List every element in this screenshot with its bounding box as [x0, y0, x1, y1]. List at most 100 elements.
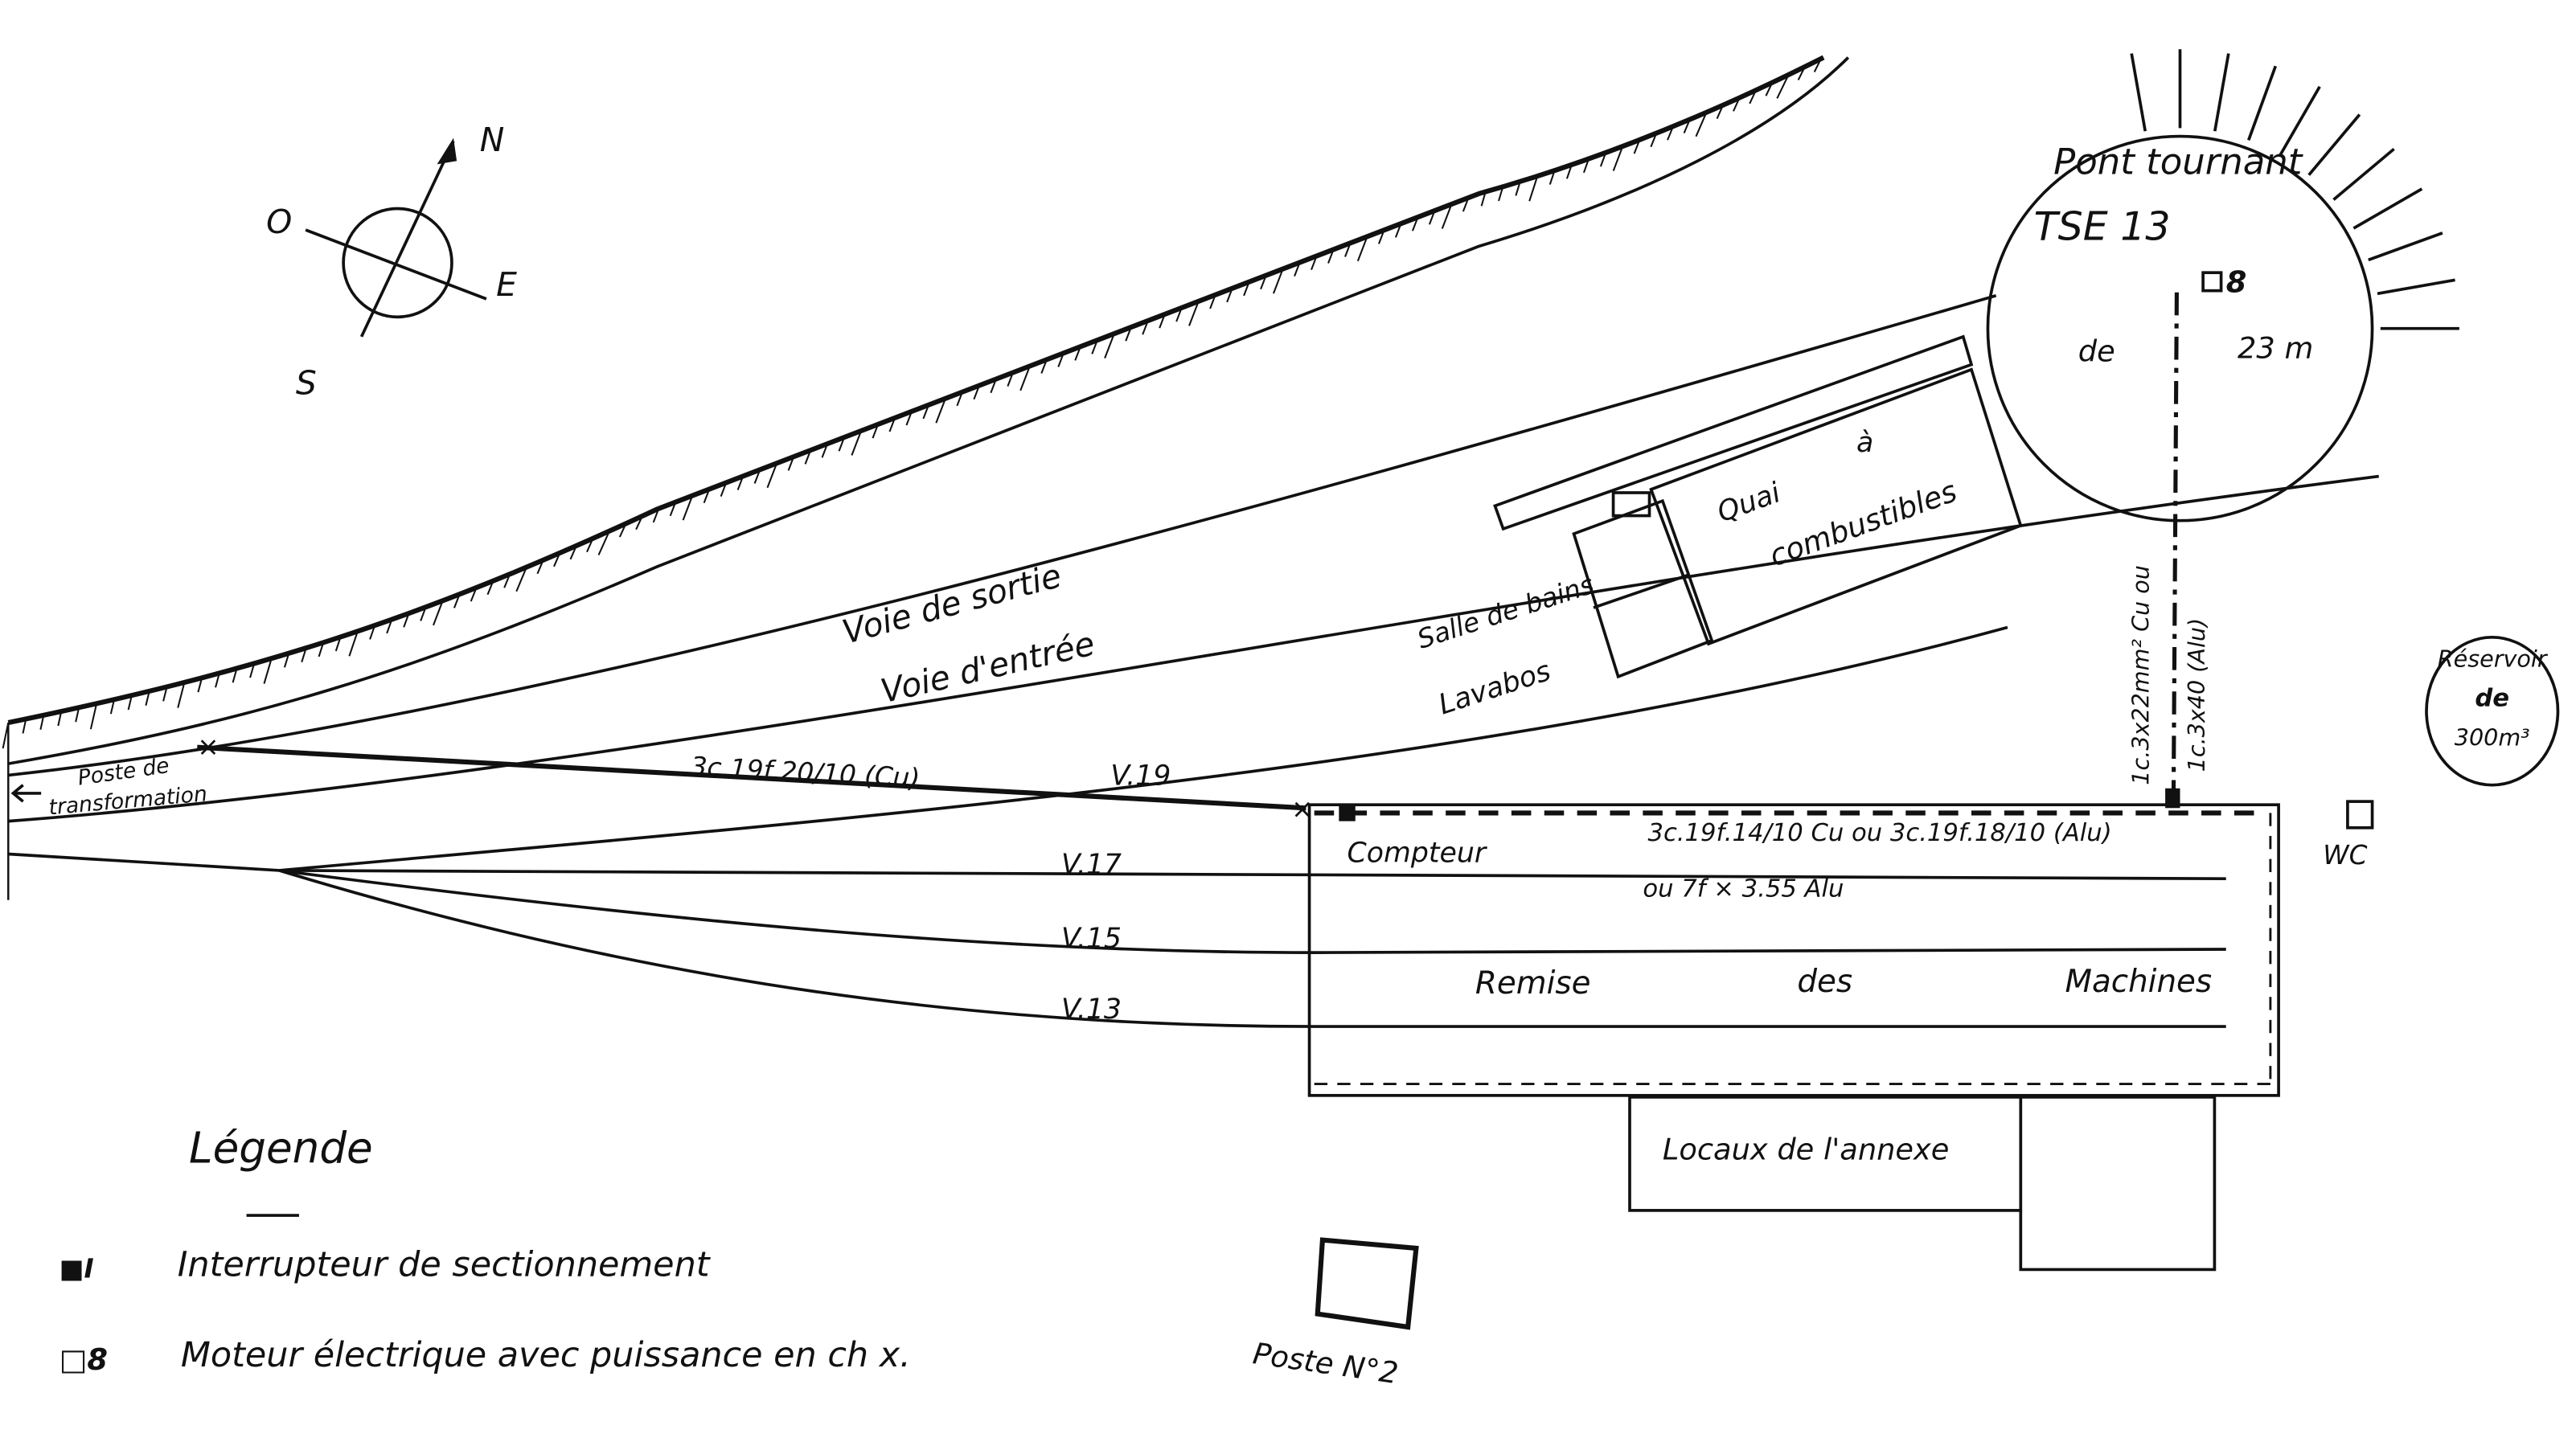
scale-tick	[1327, 249, 1335, 264]
scale-tick	[89, 703, 98, 730]
scale-tick	[1125, 326, 1132, 342]
compass-o: O	[266, 203, 292, 241]
scale-tick	[39, 715, 45, 730]
turntable-track-ray	[2130, 53, 2147, 132]
scale-tick	[669, 502, 677, 517]
scale-tick	[1462, 197, 1470, 212]
scale-tick	[301, 647, 307, 663]
tracks	[7, 294, 2379, 1028]
track-v17	[279, 869, 2226, 880]
scale-tick	[618, 522, 627, 538]
scale-tick	[851, 430, 863, 456]
scale-tick	[1749, 89, 1757, 104]
scale-tick	[263, 658, 273, 684]
poste2-label: Poste N°2	[1251, 1336, 1401, 1391]
scale-tick	[470, 587, 478, 602]
locaux-annexe	[1628, 1096, 2023, 1212]
scale-tick	[1667, 125, 1674, 141]
scale-tick	[682, 495, 694, 521]
scale-tick	[1411, 216, 1419, 231]
turntable-size: 23 m	[2238, 330, 2313, 365]
reservoir	[2425, 635, 2560, 787]
turntable-track-ray	[2307, 113, 2361, 176]
scale-tick	[249, 663, 256, 678]
switch-symbol: ■I	[59, 1254, 94, 1284]
scale-tick	[75, 707, 80, 723]
turntable-label: Pont tournant	[2053, 141, 2303, 183]
svg-text:de: de	[2078, 334, 2115, 369]
scale-tick	[318, 642, 325, 658]
scale-tick	[766, 462, 778, 489]
scale-tick	[753, 469, 761, 484]
poste-2	[1315, 1237, 1419, 1330]
svg-text:à: à	[1856, 427, 1873, 459]
turntable: Pont tournant TSE 13 de 23 m 8	[1986, 49, 2459, 522]
scale-tick	[1019, 366, 1031, 391]
track-voie-sortie	[8, 294, 1997, 777]
scale-tick	[1428, 210, 1436, 225]
scale-tick	[720, 482, 728, 497]
scale-tick	[1175, 307, 1183, 322]
locaux-label: Locaux de l'annexe	[1663, 1133, 1950, 1167]
scale-tick	[1515, 181, 1521, 196]
scale-tick	[1104, 333, 1115, 359]
compteur-label: Compteur	[1347, 838, 1488, 870]
label-v19: V.19	[1110, 760, 1171, 793]
scale-tick	[1209, 294, 1216, 309]
scale-tick	[553, 552, 561, 567]
scale-tick	[1797, 66, 1806, 81]
scale-tick	[1311, 256, 1318, 270]
scale-tick	[973, 385, 980, 400]
scale-tick	[348, 631, 359, 657]
legend-item: Interrupteur de sectionnement	[178, 1245, 712, 1285]
quai-combustibles: Quai à combustibles Salle de bains Lavab…	[1413, 334, 2023, 721]
turntable-track-ray	[2279, 85, 2321, 156]
scale-tick	[403, 612, 410, 628]
turntable-track-ray	[2332, 147, 2395, 201]
scale-tick	[736, 476, 744, 490]
scale-tick	[838, 436, 846, 452]
scale-tick	[57, 711, 63, 727]
scale-tick	[1356, 236, 1368, 262]
compass-rose: N S E O	[266, 121, 517, 402]
scale-tick	[652, 508, 660, 523]
scale-tick	[1480, 191, 1487, 207]
scale-tick	[1612, 145, 1624, 171]
scale-tick	[1091, 339, 1098, 354]
scale-tick	[1040, 358, 1048, 374]
scale-tick	[1813, 58, 1822, 73]
label-voie-entree: Voie d'entrée	[877, 624, 1098, 711]
motor-symbol	[2201, 271, 2223, 293]
scale-tick	[888, 417, 896, 432]
scale-tick	[569, 545, 577, 560]
svg-text:de: de	[2475, 685, 2509, 713]
scale-tick	[1260, 275, 1267, 290]
scale-tick	[1007, 372, 1014, 387]
scale-tick	[1344, 242, 1352, 257]
track-v15	[279, 869, 2226, 954]
scale-tick	[515, 567, 527, 592]
scale-tick	[334, 637, 342, 652]
compass-n: N	[480, 121, 505, 159]
svg-text:×: ×	[197, 731, 219, 762]
cable-remise-alt-label: ou 7f × 3.55 Alu	[1643, 875, 1844, 903]
scale-tick	[1188, 301, 1200, 326]
cable-vertical-label: 1c.3x22mm² Cu ou	[2127, 565, 2155, 785]
scale-tick	[503, 573, 511, 588]
scale-tick	[536, 559, 544, 575]
scale-tick	[1633, 139, 1641, 154]
scale-tick	[1650, 133, 1658, 148]
scale-tick	[197, 678, 203, 693]
turntable-track-ray	[2377, 278, 2455, 296]
svg-text:Quai: Quai	[1713, 477, 1785, 529]
motor-symbol-legend: □8	[59, 1342, 108, 1377]
svg-text:300m³: 300m³	[2455, 724, 2530, 752]
cable-vertical-alt-label: 1c.3x40 (Alu)	[2183, 618, 2210, 772]
turntable-track-ray	[2368, 231, 2443, 262]
scale-tick	[369, 625, 376, 640]
scale-tick	[1394, 223, 1402, 238]
scale-tick	[872, 424, 880, 439]
turntable-model: TSE 13	[2034, 203, 2171, 249]
track-voie-entree	[8, 474, 2379, 823]
